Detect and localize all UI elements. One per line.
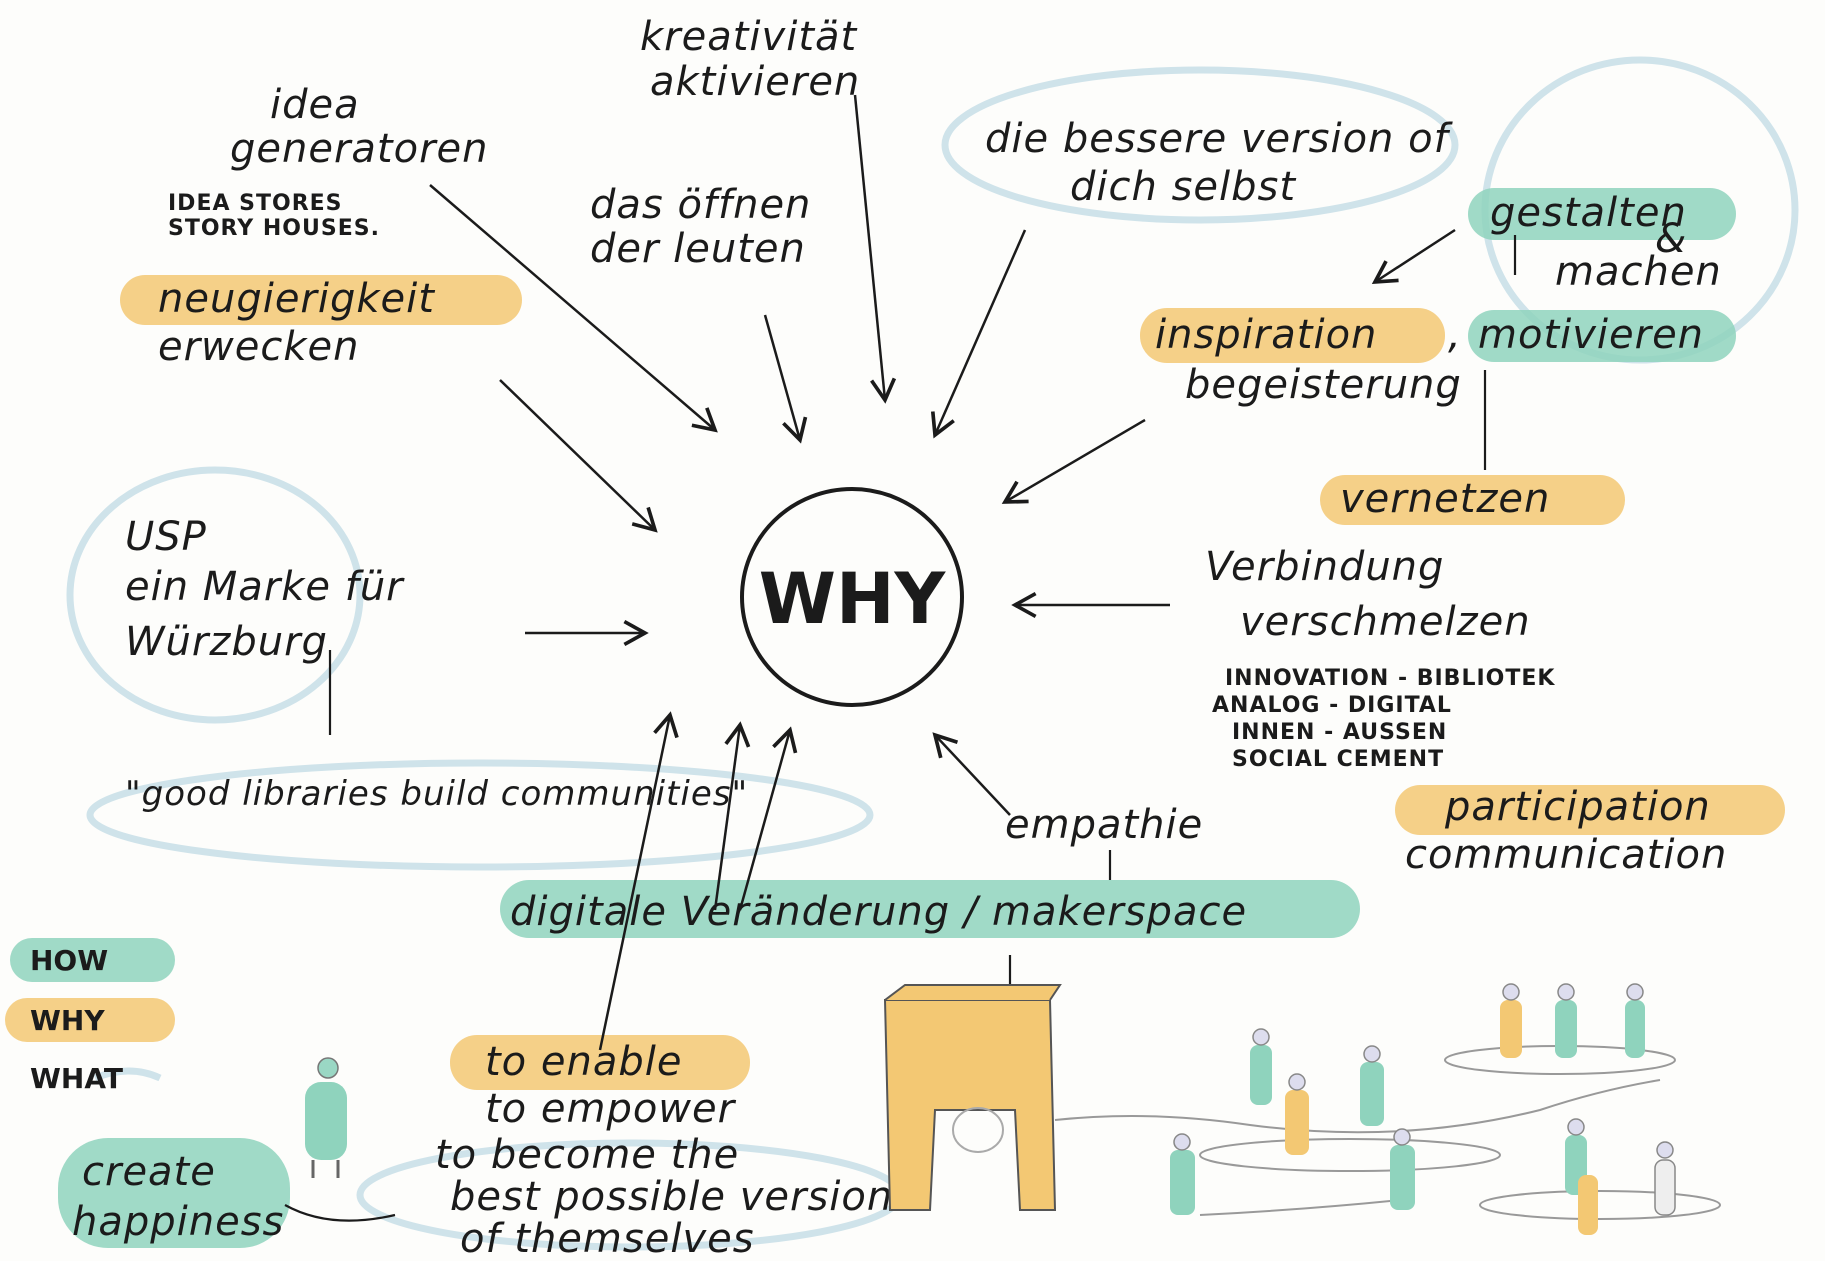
arrow-kreativitaet — [853, 94, 897, 404]
label-usp: USP — [125, 514, 207, 560]
line-happiness-become — [284, 1204, 396, 1222]
sketch-ground-lines — [1054, 1045, 1721, 1220]
legend-how-label: HOW — [30, 944, 108, 977]
legend: HOW WHY WHAT — [30, 944, 123, 1095]
legend-why-swatch — [5, 998, 175, 1042]
highlight-motivieren — [1468, 310, 1736, 362]
label-participation: participation — [1444, 784, 1711, 830]
label-vernetzen: vernetzen — [1340, 476, 1550, 522]
legend-how-swatch — [10, 938, 175, 982]
label-aktivieren: aktivieren — [650, 59, 860, 105]
legend-why-label: WHY — [30, 1004, 105, 1037]
highlight-vernetzen — [1320, 475, 1625, 525]
label-to-empower: to empower — [485, 1086, 737, 1132]
label-idea-stores: IDEA STORES — [168, 191, 343, 216]
highlight-participation — [1395, 785, 1785, 835]
label-social-cement: SOCIAL CEMENT — [1232, 747, 1444, 772]
center-label: WHY — [759, 558, 947, 640]
label-innen: INNEN - AUSSEN — [1232, 720, 1447, 745]
label-create: create — [82, 1149, 216, 1195]
label-digitale: digitale Veränderung / makerspace — [510, 889, 1247, 935]
label-to-enable: to enable — [485, 1039, 682, 1085]
highlight-neugierigkeit — [120, 275, 522, 325]
how-highlights — [10, 188, 1736, 1248]
label-wuerzburg: Würzburg — [125, 619, 328, 665]
label-bessere-version: die bessere version of — [985, 116, 1454, 162]
sketch-person-left — [305, 1057, 347, 1178]
arrow-to-enable — [598, 711, 679, 1051]
label-inspiration: inspiration — [1155, 312, 1377, 358]
label-analog: ANALOG - DIGITAL — [1212, 693, 1452, 718]
highlight-gestalten — [1468, 188, 1736, 240]
arrow-digitale-1 — [713, 721, 751, 911]
label-to-become: to become the — [435, 1132, 739, 1178]
highlight-digitale — [500, 880, 1360, 938]
label-communication: communication — [1405, 832, 1727, 878]
label-verschmelzen: verschmelzen — [1240, 599, 1531, 645]
label-gestalten: gestalten — [1490, 190, 1687, 236]
legend-what-label: WHAT — [30, 1062, 123, 1095]
label-marke: ein Marke für — [125, 564, 405, 610]
label-empathie: empathie — [1005, 802, 1203, 848]
node-labels: kreativität aktivieren idea generatoren … — [72, 14, 1727, 1261]
why-highlights — [5, 275, 1785, 1090]
legend-what-swatch — [93, 1067, 162, 1082]
arrow-gestalten — [1371, 228, 1456, 285]
label-machen: machen — [1555, 249, 1722, 295]
label-good-libraries: "good libraries build communities" — [125, 774, 748, 814]
label-erwecken: erwecken — [158, 324, 360, 370]
label-der-leuten: der leuten — [590, 226, 806, 272]
highlight-inspiration — [1140, 308, 1445, 363]
label-motivieren: motivieren — [1478, 312, 1704, 358]
label-comma: , — [1448, 312, 1462, 358]
highlight-to-enable — [450, 1035, 750, 1090]
ellipse-good-libraries — [86, 759, 874, 871]
label-kreativitaet: kreativität — [640, 14, 858, 60]
label-verbindung: Verbindung — [1205, 544, 1444, 590]
center-circle — [740, 487, 964, 707]
ellipse-usp — [66, 466, 364, 724]
arrow-idea-generatoren — [429, 184, 718, 433]
arrow-neugierigkeit — [499, 379, 658, 533]
sketch-people-right — [1170, 983, 1676, 1235]
arrow-digitale-2 — [738, 726, 798, 911]
label-innovation: INNOVATION - BIBLIOTEK — [1225, 666, 1555, 691]
label-of-themselves: of themselves — [460, 1216, 755, 1261]
arrow-begeisterung — [1001, 418, 1146, 504]
label-neugierigkeit: neugierigkeit — [158, 276, 435, 322]
highlight-create-happiness — [58, 1138, 290, 1248]
ellipse-bessere-version — [941, 66, 1459, 224]
label-generatoren: generatoren — [230, 126, 488, 172]
center-node: WHY — [740, 487, 964, 707]
label-story-houses: STORY HOUSES. — [168, 216, 380, 241]
label-happiness: happiness — [72, 1199, 284, 1245]
arrow-bessere-version — [930, 229, 1027, 439]
connector-arrows — [429, 94, 1456, 1051]
arrow-empathie — [932, 732, 1011, 816]
connector-lines — [284, 235, 1517, 1222]
arrow-oeffnen — [763, 314, 808, 444]
label-und: & — [1655, 216, 1687, 262]
label-dich-selbst: dich selbst — [1070, 164, 1296, 210]
sketch-pavilion — [883, 984, 1062, 1211]
label-best-possible: best possible version — [450, 1174, 893, 1220]
label-oeffnen: das öffnen — [590, 182, 811, 228]
label-idea: idea — [270, 82, 360, 128]
label-begeisterung: begeisterung — [1185, 362, 1462, 408]
